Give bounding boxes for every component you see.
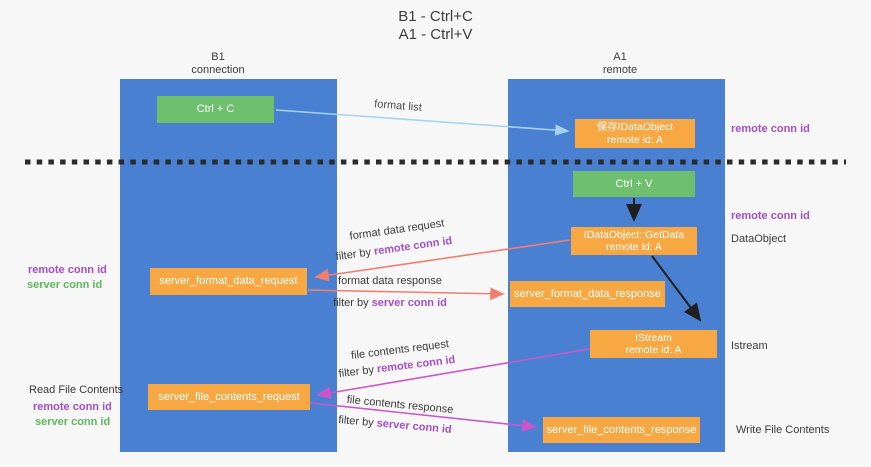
box-ctrl-c-label: Ctrl + C: [196, 103, 235, 116]
label-filter-by-server-2: filter by server conn id: [338, 414, 452, 436]
box-idataobject-getdata: IDataObject::GetData remote id: A: [571, 227, 697, 255]
right-column-role: remote: [602, 64, 638, 76]
title-line-2: A1 - Ctrl+V: [398, 26, 473, 43]
side-label-read-file-contents: Read File Contents: [29, 384, 123, 396]
arrow-format-data-response: [307, 287, 505, 301]
side-label-remote-conn-id-left-1: remote conn id: [28, 264, 107, 276]
box-server-format-data-request: server_format_data_request: [150, 268, 307, 295]
side-label-istream: Istream: [731, 340, 768, 352]
box-ctrl-v-label: Ctrl + V: [615, 177, 653, 190]
side-label-server-conn-id-left-1: server conn id: [27, 279, 102, 291]
side-label-server-conn-id-left-1-text: server conn id: [27, 279, 103, 291]
box-server-file-contents-response-label: server_file_contents_response: [546, 423, 697, 436]
box-ctrl-c: Ctrl + C: [157, 96, 274, 123]
side-label-remote-conn-id-top: remote conn id: [731, 123, 810, 135]
side-label-server-conn-id-left-2-text: server conn id: [35, 416, 111, 428]
side-label-read-file-contents-text: Read File Contents: [29, 384, 124, 396]
side-label-istream-text: Istream: [731, 340, 768, 352]
left-column-header: B1 connection: [158, 51, 278, 77]
label-server-conn-id-text-2: server conn id: [376, 417, 453, 436]
label-filter-by-text-2: filter by: [333, 297, 372, 309]
label-format-list-text: format list: [373, 98, 423, 114]
side-label-write-file-contents: Write File Contents: [736, 424, 829, 436]
label-filter-by-server-1: filter by server conn id: [333, 297, 447, 309]
label-format-data-response-text: format data response: [338, 275, 442, 287]
side-label-dataobject: DataObject: [731, 233, 786, 245]
box-ctrl-v: Ctrl + V: [573, 171, 695, 197]
box-save-idataobject: 保存IDataObject remote id: A: [575, 119, 695, 148]
side-label-server-conn-id-left-2: server conn id: [35, 416, 110, 428]
label-format-list: format list: [374, 98, 422, 114]
side-label-remote-conn-id-top-text: remote conn id: [731, 123, 810, 135]
label-filter-by-text-1: filter by: [335, 245, 375, 264]
side-label-write-file-contents-text: Write File Contents: [736, 424, 830, 436]
right-column-header: A1 remote: [560, 51, 680, 77]
side-label-dataobject-text: DataObject: [731, 233, 787, 245]
box-save-idataobject-line1: 保存IDataObject: [596, 121, 674, 133]
label-format-data-response: format data response: [338, 275, 442, 287]
box-istream-line2: remote id: A: [625, 344, 682, 356]
diagram-title: B1 - Ctrl+C A1 - Ctrl+V: [0, 8, 871, 44]
side-label-remote-conn-id-left-2-text: remote conn id: [33, 401, 112, 413]
label-filter-by-text-3: filter by: [338, 363, 378, 381]
side-label-remote-conn-id-mid: remote conn id: [731, 210, 810, 222]
label-file-contents-response-text: file contents response: [346, 393, 454, 417]
box-server-file-contents-request: server_file_contents_request: [148, 384, 310, 410]
box-idataobject-getdata-line2: remote id: A: [605, 241, 663, 253]
box-server-format-data-response: server_format_data_response: [510, 281, 665, 307]
box-istream: IStream remote id: A: [590, 330, 717, 358]
side-label-remote-conn-id-mid-text: remote conn id: [731, 210, 810, 222]
title-line-1: B1 - Ctrl+C: [398, 8, 473, 25]
left-column-role: connection: [191, 64, 245, 76]
box-server-format-data-request-label: server_format_data_request: [159, 275, 298, 288]
side-label-remote-conn-id-left-1-text: remote conn id: [28, 264, 107, 276]
label-server-conn-id-text-1: server conn id: [371, 297, 447, 309]
box-idataobject-getdata-line1: IDataObject::GetData: [583, 228, 685, 241]
box-server-format-data-response-label: server_format_data_response: [514, 287, 661, 300]
box-server-file-contents-response: server_file_contents_response: [543, 417, 700, 443]
left-column-name: B1: [211, 51, 225, 63]
box-save-idataobject-line2: remote id: A: [606, 133, 664, 146]
right-column-name: A1: [613, 51, 627, 63]
label-filter-by-text-4: filter by: [337, 414, 378, 430]
side-label-remote-conn-id-left-2: remote conn id: [33, 401, 112, 413]
box-istream-line1: IStream: [635, 331, 672, 344]
box-server-file-contents-request-label: server_file_contents_request: [158, 390, 300, 403]
label-remote-conn-id-text-1: remote conn id: [373, 234, 453, 258]
label-file-contents-response: file contents response: [346, 394, 454, 416]
